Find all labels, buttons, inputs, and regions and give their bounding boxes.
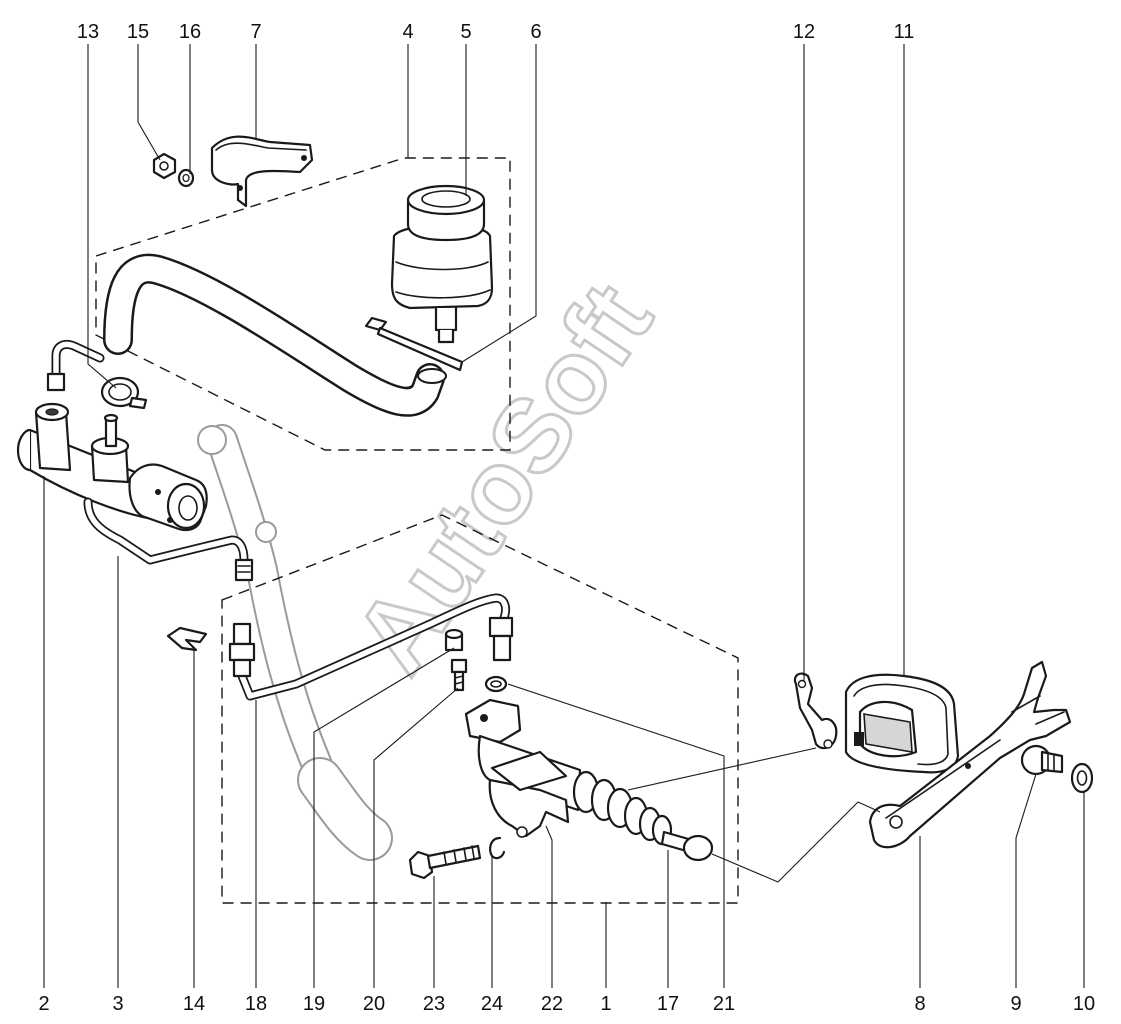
reservoir-group-outline	[95, 157, 511, 451]
push-rod-part-17	[660, 830, 714, 862]
callout-15: 15	[127, 21, 149, 43]
callout-7: 7	[250, 21, 261, 43]
callout-9: 9	[1010, 993, 1021, 1015]
rubber-boot-part-11	[844, 673, 960, 774]
fluid-reservoir-part-5	[390, 184, 494, 344]
brake-pipe-part-3	[46, 339, 254, 582]
callout-21: 21	[713, 993, 735, 1015]
hydraulic-line-part-18	[228, 593, 514, 701]
bleed-cap-part-19	[444, 628, 464, 652]
master-cylinder-part-2	[16, 402, 208, 532]
ball-stud-part-9	[1020, 744, 1064, 776]
slave-cylinder-part-22	[464, 698, 673, 846]
tie-strap-part-6	[364, 316, 464, 372]
reservoir-hose	[103, 253, 447, 417]
slave-to-fork-link	[711, 801, 881, 883]
callout-22: 22	[541, 993, 563, 1015]
callout-1: 1	[600, 993, 611, 1015]
callout-24: 24	[481, 993, 503, 1015]
callout-4: 4	[402, 21, 413, 43]
callout-3: 3	[112, 993, 123, 1015]
bolt-part-23	[408, 844, 482, 880]
circlip-part-24	[489, 836, 506, 860]
slave-cylinder-group-outline	[221, 514, 739, 904]
callout-23: 23	[423, 993, 445, 1015]
slave-to-hook-link	[627, 747, 817, 791]
clip-part-14	[166, 626, 208, 652]
leader-lines	[43, 44, 1085, 988]
callout-10: 10	[1073, 993, 1095, 1015]
hook-part-12	[793, 672, 838, 750]
callout-6: 6	[530, 21, 541, 43]
callout-18: 18	[245, 993, 267, 1015]
washer-part-10	[1070, 762, 1094, 794]
callout-13: 13	[77, 21, 99, 43]
seal-ring-part-21	[484, 675, 508, 693]
release-fork-part-8	[868, 660, 1072, 849]
callout-11: 11	[894, 21, 915, 43]
callout-16: 16	[179, 21, 201, 43]
callout-2: 2	[38, 993, 49, 1015]
callout-labels: 13 15 16 7 4 5 6 12 11 2 3 14 18 19 20 2…	[38, 21, 1095, 1015]
callout-17: 17	[657, 993, 679, 1015]
washer-part-16	[177, 168, 195, 188]
nut-part-15	[152, 152, 177, 180]
callout-12: 12	[793, 21, 815, 43]
callout-20: 20	[363, 993, 385, 1015]
callout-14: 14	[183, 993, 205, 1015]
callout-5: 5	[460, 21, 471, 43]
callout-19: 19	[303, 993, 325, 1015]
hose-clamp-part-13	[100, 376, 148, 410]
clutch-pedal	[197, 424, 393, 861]
callout-8: 8	[914, 993, 925, 1015]
bracket-part-7	[210, 135, 314, 208]
bleed-screw-part-20	[450, 658, 468, 692]
